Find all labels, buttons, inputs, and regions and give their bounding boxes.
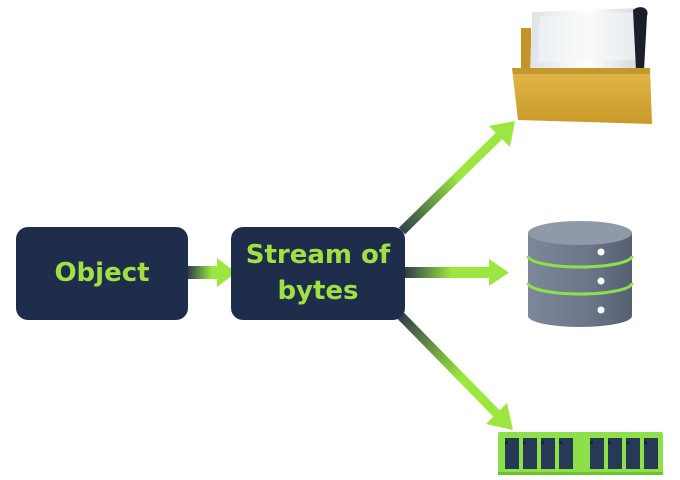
object-node: Object — [16, 227, 188, 320]
arrow-stream-to-memory — [397, 312, 513, 430]
stream-of-bytes-node: Stream of bytes — [231, 227, 405, 320]
folder-with-document-icon — [512, 7, 652, 124]
database-icon — [526, 221, 634, 327]
stream-of-bytes-label: Stream of bytes — [245, 240, 391, 306]
arrow-stream-to-database — [405, 259, 509, 286]
arrow-object-to-stream — [188, 258, 236, 287]
memory-module-icon — [498, 432, 663, 475]
arrow-stream-to-folder — [398, 121, 515, 235]
object-label: Object — [54, 257, 150, 288]
